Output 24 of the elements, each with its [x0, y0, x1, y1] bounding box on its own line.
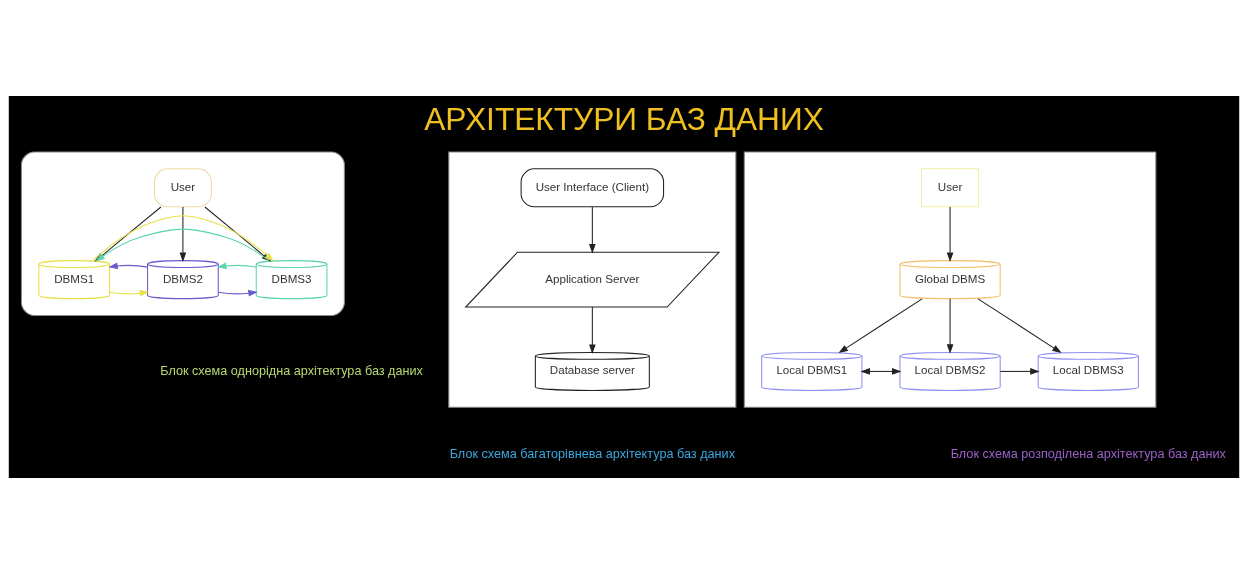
node-box: User Interface (Client) — [520, 168, 665, 208]
arrow — [946, 298, 954, 354]
cluster — [743, 151, 1157, 408]
arrow — [946, 206, 954, 263]
cluster — [20, 151, 345, 316]
arrow — [589, 206, 596, 254]
arrow — [94, 206, 162, 262]
arrow — [108, 262, 149, 270]
arrow — [860, 368, 902, 375]
arrow — [218, 289, 258, 297]
diagram-title: АРХІТЕКТУРИ БАЗ ДАНИХ — [424, 100, 824, 137]
node-box: User — [153, 168, 212, 208]
arrow — [999, 368, 1040, 375]
label: Блок схема багаторівнева архітектура баз даних — [449, 447, 735, 462]
arrow — [216, 262, 257, 270]
arrow — [977, 298, 1062, 354]
label: Блок схема однорідна архітектура баз даних — [160, 363, 423, 378]
cluster — [448, 151, 737, 408]
arrow — [838, 298, 923, 354]
node-box: User — [921, 168, 980, 208]
arrow — [109, 289, 150, 297]
label: Блок схема розподілена архітектура баз даних — [950, 447, 1226, 462]
arrow — [179, 206, 187, 263]
arrow — [589, 306, 596, 354]
